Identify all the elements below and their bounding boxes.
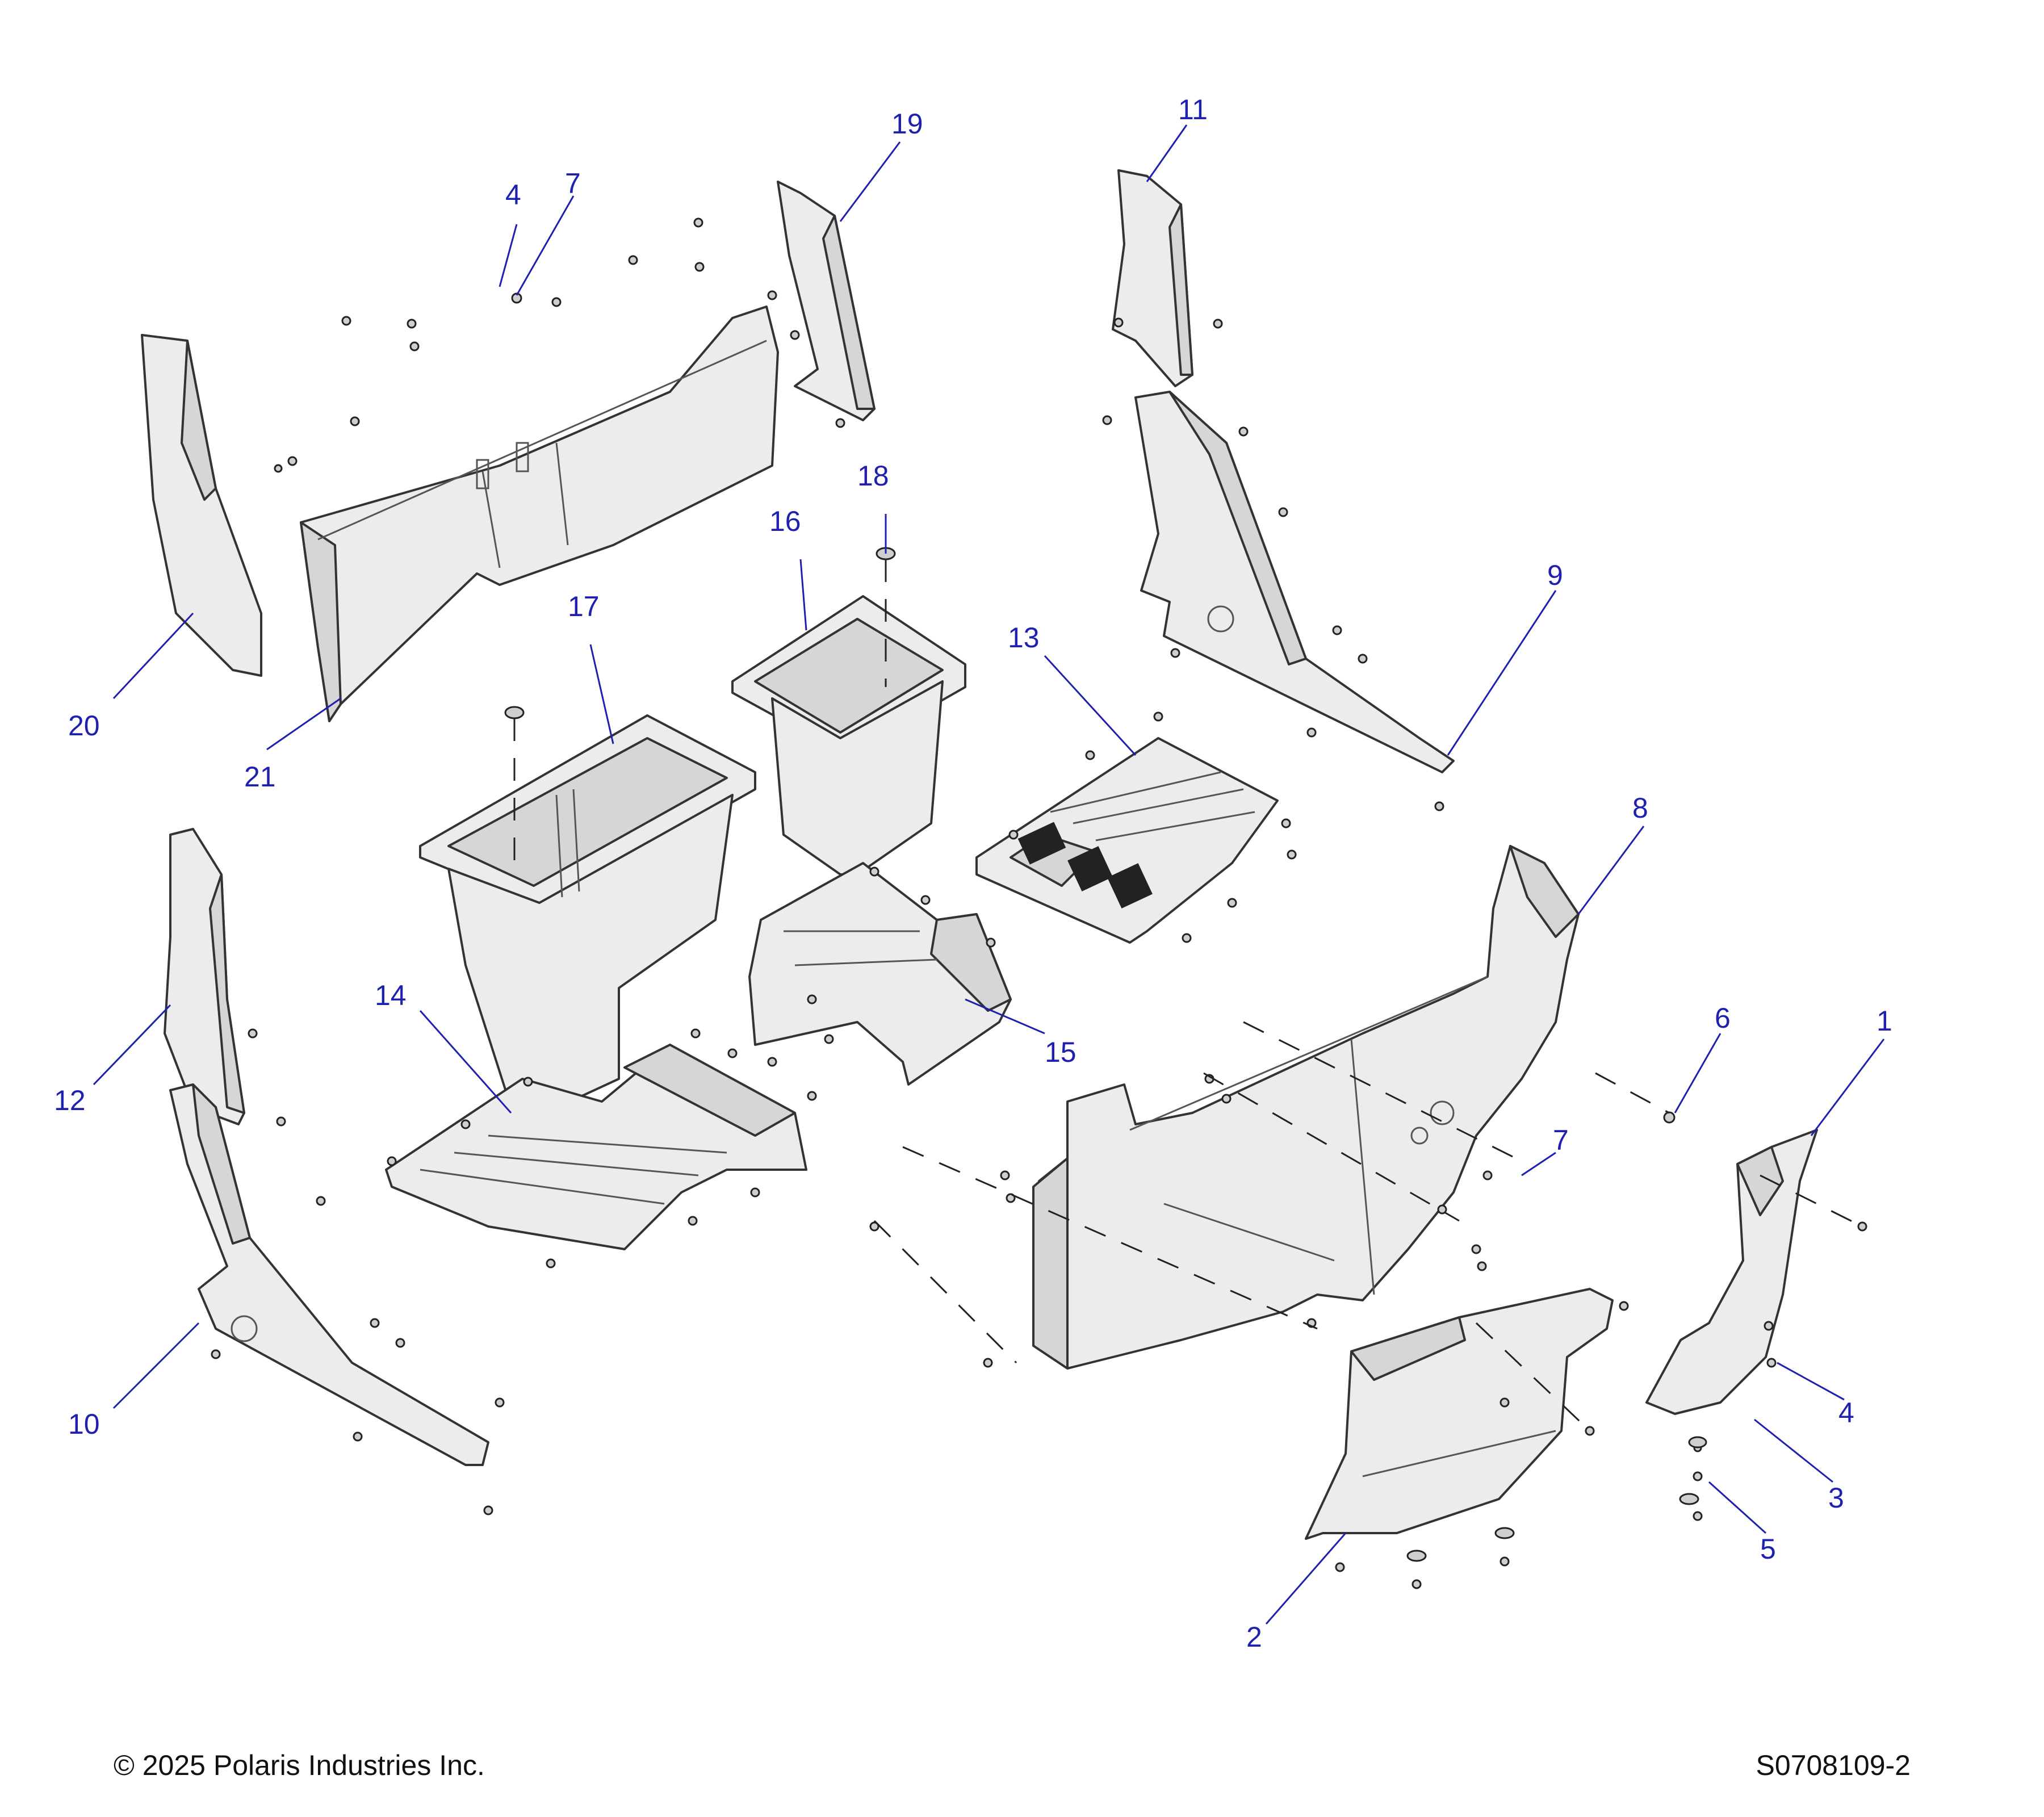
callout-14: 14 (375, 979, 407, 1011)
part-15-tunnel-cover[interactable] (748, 862, 1012, 1086)
callout-4b: 4 (1838, 1397, 1854, 1429)
callout-12: 12 (54, 1085, 86, 1116)
callout-17: 17 (568, 591, 600, 622)
drawing-number: S0708109-2 (1756, 1749, 1911, 1781)
callout-9: 9 (1547, 559, 1563, 591)
part-16-small-storage-bin[interactable] (731, 595, 966, 876)
part-8-front-firewall[interactable] (1032, 845, 1580, 1370)
part-17-large-storage-bin[interactable] (419, 714, 756, 1114)
part-14-left-floor-mat[interactable] (385, 1044, 807, 1250)
part-1-right-kick-panel[interactable] (1645, 1129, 1818, 1415)
callout-11: 11 (1178, 94, 1208, 125)
part-21-rear-panel[interactable] (300, 305, 779, 722)
fasteners (211, 217, 1867, 1589)
callout-13: 13 (1008, 622, 1040, 654)
callout-15: 15 (1045, 1036, 1077, 1068)
part-19-center-upright[interactable] (777, 181, 876, 421)
copyright-notice: © 2025 Polaris Industries Inc. (114, 1749, 485, 1781)
callout-16: 16 (769, 505, 801, 537)
part-9-right-rocker[interactable] (1134, 391, 1455, 773)
callout-2: 2 (1246, 1621, 1262, 1653)
callout-18: 18 (857, 460, 889, 492)
callout-8: 8 (1632, 792, 1648, 824)
callout-5: 5 (1760, 1533, 1776, 1565)
callout-1: 1 (1877, 1005, 1892, 1037)
part-10-left-rocker[interactable] (169, 1083, 489, 1466)
part-20-left-rear-trim[interactable] (141, 334, 262, 677)
callout-10: 10 (68, 1408, 100, 1440)
leader-lines (93, 124, 1885, 1625)
callout-7b: 7 (1553, 1124, 1569, 1156)
installation-lines (873, 1021, 1863, 1432)
callout-labels: 1 2 3 4 5 6 7 8 9 10 11 12 13 14 15 16 1… (54, 94, 1892, 1653)
callout-3: 3 (1828, 1482, 1844, 1514)
callout-21: 21 (244, 761, 276, 793)
callout-4a: 4 (505, 179, 521, 211)
callout-6: 6 (1715, 1002, 1731, 1034)
callout-20: 20 (68, 710, 100, 742)
part-13-right-floor-mat[interactable] (975, 737, 1279, 944)
callout-19: 19 (891, 108, 923, 140)
part-2-footwell-panel[interactable] (1305, 1288, 1614, 1540)
part-12-left-front-trim[interactable] (164, 828, 245, 1125)
part-11-right-upper-trim[interactable] (1112, 169, 1193, 387)
callout-7a: 7 (565, 168, 581, 199)
